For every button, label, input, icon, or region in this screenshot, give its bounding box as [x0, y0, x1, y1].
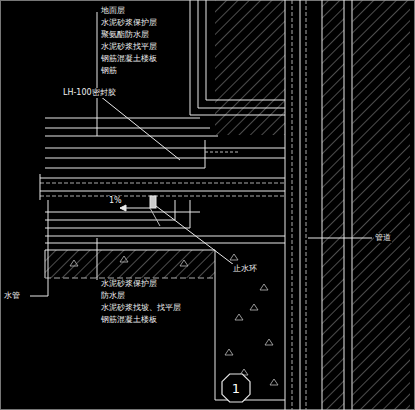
layer-label: 1%: [108, 196, 123, 206]
detail-number: 1: [232, 381, 240, 396]
layer-label: 止水环: [232, 264, 258, 274]
octagon: [222, 374, 250, 402]
layer-label: 水泥砂浆保护层: [100, 18, 158, 28]
layer-label: 水泥砂浆找坡、找平层: [100, 303, 182, 313]
layer-label: 钢筋混凝土楼板: [100, 315, 158, 325]
layer-label: 防水层: [100, 291, 126, 301]
layer-label: 水管: [3, 291, 21, 301]
layer-label: 聚氨酯防水层: [100, 30, 150, 40]
layer-label: 地面层: [100, 6, 126, 16]
layer-label: 管道: [374, 233, 392, 243]
layer-label: 水泥砂浆找平层: [100, 42, 158, 52]
layer-label: 水泥砂浆保护层: [100, 279, 158, 289]
layer-label: 钢筋: [100, 66, 118, 76]
detail-number-octagon: 1: [221, 373, 251, 403]
layer-label: LH-100密封胶: [62, 88, 117, 98]
layer-label: 钢筋混凝土楼板: [100, 54, 158, 64]
